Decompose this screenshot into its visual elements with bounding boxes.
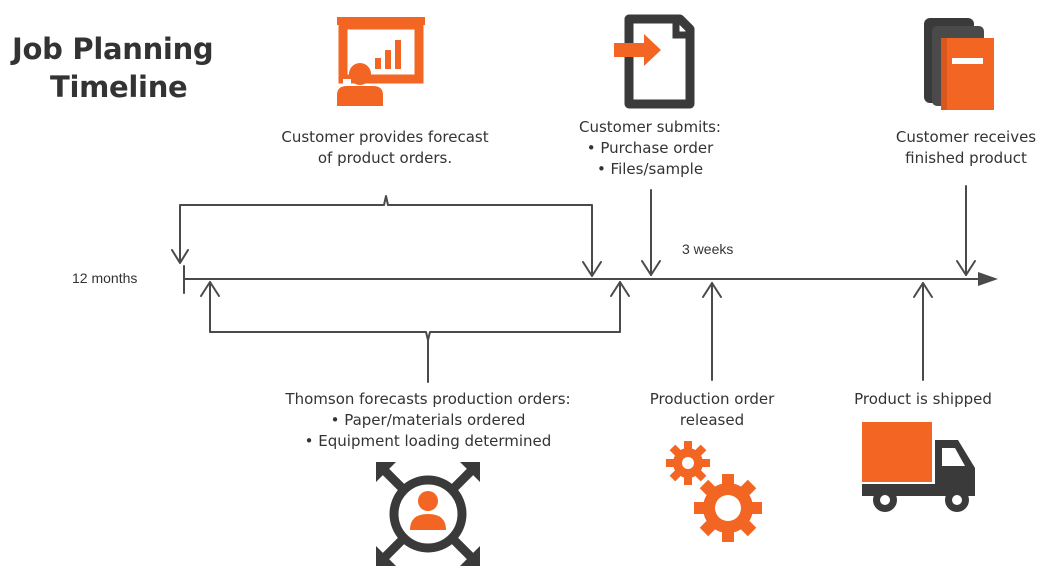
submit-caption: Customer submits: • Purchase order • Fil… (560, 117, 740, 180)
receive-caption-line-2: finished product (905, 149, 1027, 167)
timeline-start-label: 12 months (72, 270, 138, 286)
forecast-caption-line-1: Customer provides forecast (281, 128, 489, 146)
truck-icon (862, 422, 975, 512)
receive-caption: Customer receives finished product (881, 127, 1039, 169)
ship-caption-line-1: Product is shipped (854, 390, 992, 408)
release-caption-line-1: Production order (649, 390, 775, 408)
arrowhead-start-up (200, 281, 220, 297)
forecast-caption-line-2: of product orders. (317, 149, 453, 167)
page-title: Job Planning Timeline (12, 30, 214, 106)
ship-caption: Product is shipped (843, 389, 1003, 410)
title-line-2: Timeline (50, 70, 188, 104)
submit-caption-bullet-1: • Purchase order (586, 139, 714, 157)
books-icon (924, 18, 994, 110)
receive-caption-line-1: Customer receives (895, 128, 1037, 146)
lower-bracket (209, 281, 621, 341)
arrowhead-start-down (171, 249, 189, 264)
submit-caption-bullet-2: • Files/sample (596, 160, 704, 178)
forecast-caption: Customer provides forecast of product or… (255, 127, 515, 169)
document-arrow-icon (614, 14, 695, 109)
timeline-mid-label: 3 weeks (682, 241, 734, 257)
release-arrowhead (702, 282, 722, 298)
release-caption-line-2: released (679, 411, 745, 429)
thomson-caption: Thomson forecasts production orders: • P… (268, 389, 588, 452)
arrowhead-forecast-end-down (582, 261, 602, 277)
submit-arrowhead (641, 260, 661, 276)
person-expand-icon (376, 462, 480, 566)
release-caption: Production order released (632, 389, 792, 431)
gears-icon (666, 441, 762, 542)
presentation-chart-icon (337, 17, 425, 106)
submit-caption-line-1: Customer submits: (578, 118, 721, 136)
thomson-caption-bullet-1: • Paper/materials ordered (330, 411, 526, 429)
timeline-end-arrow (978, 272, 998, 286)
thomson-caption-line-1: Thomson forecasts production orders: (285, 390, 571, 408)
thomson-caption-bullet-2: • Equipment loading determined (304, 432, 552, 450)
receive-arrowhead (956, 260, 976, 276)
ship-arrowhead (913, 282, 933, 298)
title-line-1: Job Planning (12, 32, 214, 66)
arrowhead-thomson-end-up (610, 281, 630, 297)
upper-bracket (179, 195, 593, 277)
